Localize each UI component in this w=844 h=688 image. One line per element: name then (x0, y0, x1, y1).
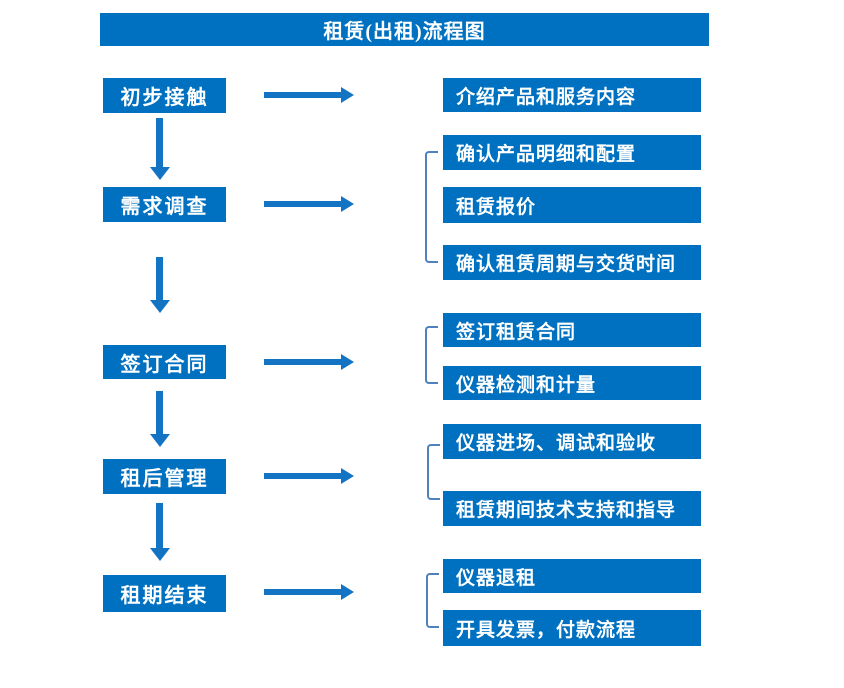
arrow-head-icon (341, 354, 354, 370)
arrow-down-3 (149, 391, 170, 447)
arrow-stem (156, 503, 163, 548)
arrow-head-icon (341, 584, 354, 600)
arrow-stem (156, 391, 163, 434)
bracket-group-3 (425, 326, 438, 384)
bracket-group-5 (426, 573, 439, 628)
step-box-post-rental: 租后管理 (103, 459, 226, 494)
arrow-right-1 (264, 87, 354, 103)
detail-box-introduce-products: 介绍产品和服务内容 (443, 78, 701, 112)
arrow-right-4 (264, 468, 354, 484)
step-box-sign-contract: 签订合同 (103, 345, 226, 379)
arrow-down-4 (149, 503, 170, 561)
bracket-group-4 (427, 444, 440, 500)
arrow-head-icon (149, 434, 170, 447)
arrow-stem (264, 201, 341, 207)
bracket-group-2 (425, 151, 438, 263)
detail-box-invoice-payment: 开具发票，付款流程 (443, 610, 701, 646)
step-box-rental-end: 租期结束 (103, 575, 226, 612)
step-box-initial-contact: 初步接触 (103, 78, 226, 113)
arrow-down-2 (149, 257, 170, 313)
arrow-stem (264, 359, 341, 365)
arrow-head-icon (149, 300, 170, 313)
arrow-stem (264, 473, 341, 479)
detail-box-instrument-return: 仪器退租 (443, 559, 701, 593)
arrow-right-5 (264, 584, 354, 600)
arrow-right-2 (264, 196, 354, 212)
detail-box-rental-quote: 租赁报价 (443, 187, 701, 223)
arrow-head-icon (149, 167, 170, 180)
arrow-head-icon (341, 196, 354, 212)
detail-box-sign-rental-contract: 签订租赁合同 (443, 313, 701, 347)
detail-box-instrument-testing: 仪器检测和计量 (443, 366, 701, 400)
arrow-stem (264, 589, 341, 595)
detail-box-instrument-setup: 仪器进场、调试和验收 (443, 424, 701, 459)
arrow-head-icon (341, 87, 354, 103)
arrow-head-icon (341, 468, 354, 484)
diagram-title: 租赁(出租)流程图 (100, 13, 709, 46)
arrow-right-3 (264, 354, 354, 370)
arrow-stem (156, 257, 163, 300)
arrow-stem (264, 92, 341, 98)
detail-box-tech-support: 租赁期间技术支持和指导 (443, 491, 701, 526)
arrow-stem (156, 118, 163, 167)
arrow-head-icon (149, 548, 170, 561)
step-box-demand-survey: 需求调查 (103, 187, 226, 222)
detail-box-confirm-details: 确认产品明细和配置 (443, 135, 701, 170)
detail-box-confirm-period: 确认租赁周期与交货时间 (443, 245, 701, 280)
arrow-down-1 (149, 118, 170, 180)
